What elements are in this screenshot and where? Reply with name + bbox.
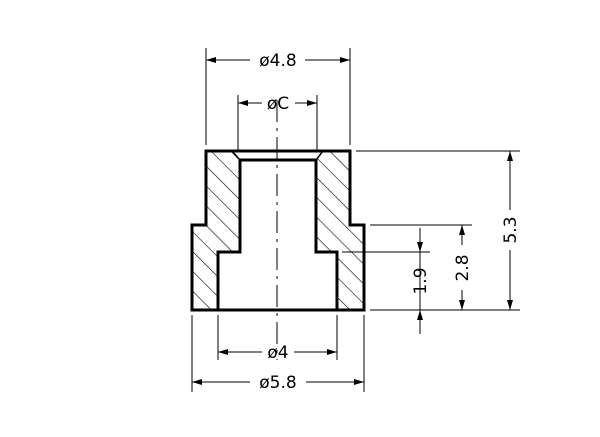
hatched-material bbox=[192, 151, 364, 310]
part-section bbox=[190, 100, 366, 360]
dim-counterbore-depth: 1.9 bbox=[411, 267, 431, 294]
dimension-lines bbox=[192, 57, 513, 385]
dim-overall-height: 5.3 bbox=[501, 216, 521, 243]
dim-counterbore-diameter: ø4 bbox=[267, 343, 288, 363]
chamfer bbox=[231, 150, 324, 161]
dim-base-outer-diameter: ø5.8 bbox=[259, 373, 296, 393]
part-outline bbox=[190, 149, 366, 312]
bore-outline bbox=[216, 158, 339, 312]
dim-top-outer-diameter: ø4.8 bbox=[259, 51, 296, 71]
dim-base-height: 2.8 bbox=[453, 254, 473, 281]
dim-bore-diameter: øC bbox=[267, 94, 289, 114]
